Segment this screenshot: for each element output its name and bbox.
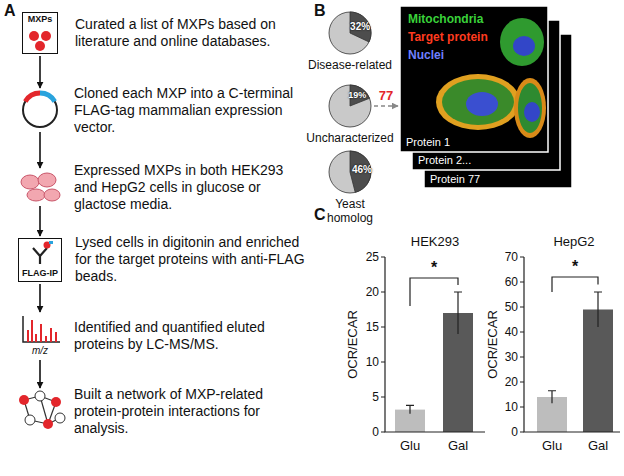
category-label: Gal bbox=[448, 438, 468, 453]
category-label: Disease-related bbox=[300, 58, 400, 72]
protein-dots bbox=[29, 31, 51, 51]
edge-label: 77 bbox=[379, 88, 393, 103]
channel-legend-text: Nuclei bbox=[408, 48, 444, 63]
chart-title: HepG2 bbox=[553, 234, 594, 249]
significance-star: * bbox=[431, 262, 437, 274]
flow-arrow bbox=[39, 284, 41, 312]
tick-label: 5 bbox=[372, 390, 379, 404]
step-description: Cloned each MXP into a C-terminal FLAG-t… bbox=[74, 85, 306, 136]
list-box: MXPsCurated a list of MXPs based on lite… bbox=[22, 12, 58, 54]
frame-caption: Protein 77 bbox=[430, 173, 480, 186]
flow-arrow bbox=[374, 105, 398, 107]
percent-label: 19% bbox=[348, 90, 366, 101]
cells-icon bbox=[21, 173, 60, 201]
panel-letter: A bbox=[4, 2, 16, 20]
flow-arrow bbox=[39, 132, 41, 168]
tick-label: 10 bbox=[505, 400, 518, 414]
axis-label: m/z bbox=[18, 345, 62, 357]
pie-chart: 46%Yeast homolog bbox=[328, 150, 372, 194]
tick-label: 20 bbox=[366, 285, 379, 299]
frame-caption: Protein 1 bbox=[406, 136, 450, 149]
axis-title: OCR/ECAR bbox=[345, 310, 360, 379]
tick-label: 10 bbox=[366, 355, 379, 369]
pie-chart: 32%Disease-related bbox=[328, 11, 372, 55]
percent-label: 32% bbox=[350, 21, 370, 33]
bar-chart bbox=[520, 257, 620, 432]
percent-label: 46% bbox=[352, 164, 372, 176]
tick-label: 20 bbox=[505, 375, 518, 389]
step-description: Identified and quantified eluted protein… bbox=[74, 319, 306, 353]
tick-label: 30 bbox=[505, 350, 518, 364]
flow-arrow bbox=[39, 360, 41, 388]
frame-caption: Protein 2... bbox=[418, 154, 471, 167]
cell-culture-step: Expressed MXPs in both HEK293 and HepG2 … bbox=[16, 170, 64, 204]
box-label: FLAG-IP bbox=[19, 268, 61, 279]
chart-title: HEK293 bbox=[411, 234, 459, 249]
tick-label: 0 bbox=[372, 425, 379, 439]
plasmid-step: Cloned each MXP into a C-terminal FLAG-t… bbox=[20, 90, 60, 130]
panel-letter: B bbox=[314, 2, 326, 20]
category-label: Gal bbox=[588, 438, 608, 453]
spectrum-step: m/zIdentified and quantified eluted prot… bbox=[18, 314, 62, 358]
pie-chart: 19%Uncharacterized bbox=[328, 84, 372, 128]
category-label: Yeast homolog bbox=[320, 197, 380, 225]
plasmid-icon bbox=[23, 93, 57, 127]
panel-letter: C bbox=[314, 206, 326, 224]
channel-legend-text: Target protein bbox=[408, 30, 488, 45]
step-description: Curated a list of MXPs based on literatu… bbox=[75, 16, 307, 50]
flow-arrow bbox=[39, 206, 41, 236]
category-label: Glu bbox=[542, 438, 562, 453]
tick-label: 50 bbox=[505, 300, 518, 314]
axis-title: OCR/ECAR bbox=[485, 310, 500, 379]
pie-shape bbox=[328, 11, 372, 55]
antibody-icon bbox=[33, 241, 53, 264]
step-description: Lysed cells in digitonin and enriched fo… bbox=[75, 234, 307, 285]
channel-legend-text: Mitochondria bbox=[408, 12, 483, 27]
image-frame: MitochondriaTarget proteinNucleiProtein … bbox=[400, 6, 548, 152]
tick-label: 60 bbox=[505, 275, 518, 289]
spectrum-icon bbox=[23, 316, 60, 342]
network-icon bbox=[19, 391, 65, 429]
category-label: Uncharacterized bbox=[300, 131, 400, 145]
image-stack bbox=[400, 6, 572, 188]
network-step: Built a network of MXP-related protein-p… bbox=[16, 390, 64, 432]
category-label: Glu bbox=[400, 438, 420, 453]
significance-star: * bbox=[572, 261, 578, 273]
tick-label: 25 bbox=[366, 250, 379, 264]
tick-label: 70 bbox=[505, 250, 518, 264]
flow-arrow bbox=[39, 56, 41, 88]
step-description: Built a network of MXP-related protein-p… bbox=[74, 386, 306, 437]
tick-label: 0 bbox=[511, 425, 518, 439]
step-description: Expressed MXPs in both HEK293 and HepG2 … bbox=[74, 162, 306, 213]
tick-label: 15 bbox=[366, 320, 379, 334]
box-label: MXPs bbox=[23, 14, 57, 25]
tick-label: 40 bbox=[505, 325, 518, 339]
bar-chart bbox=[381, 257, 485, 432]
immunoprecipitation-box: FLAG-IPLysed cells in digitonin and enri… bbox=[18, 238, 62, 282]
